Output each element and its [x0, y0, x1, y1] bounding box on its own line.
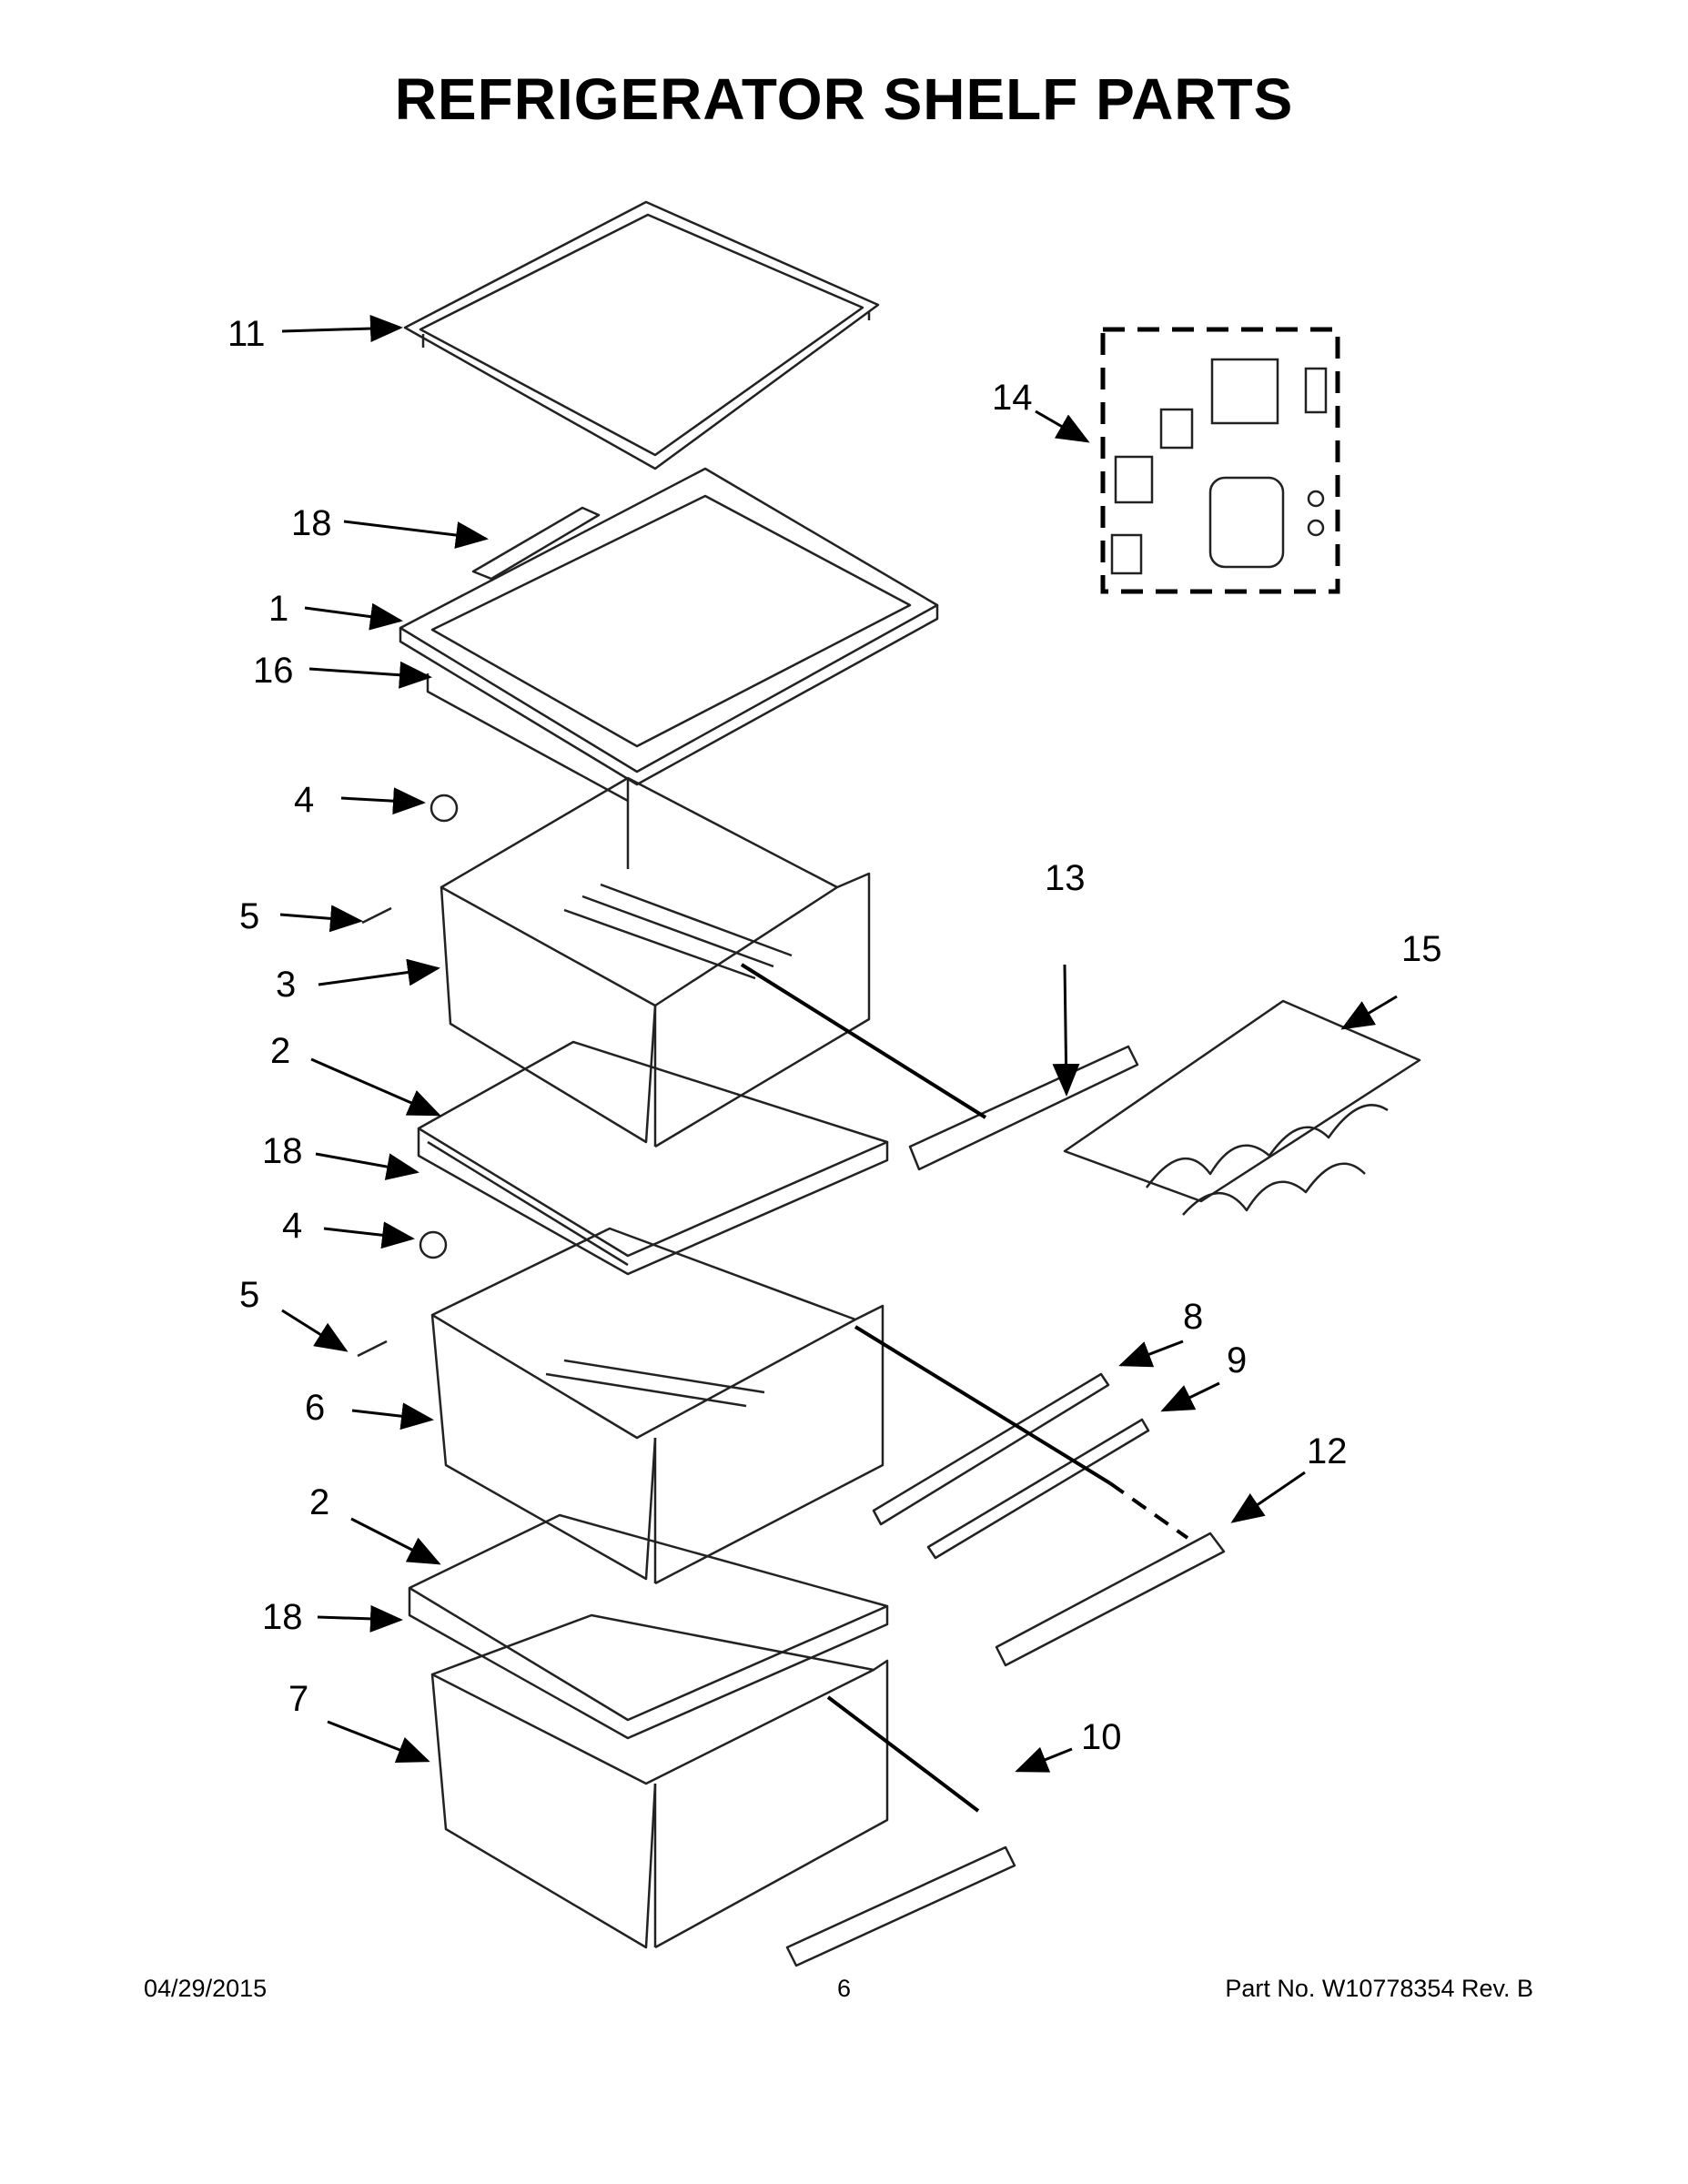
rail-10-drawing	[785, 1845, 1016, 1967]
callout-13: 13	[1045, 858, 1086, 898]
drawer-7-drawing	[430, 1613, 889, 1949]
knob-4-upper-drawing	[430, 794, 459, 823]
callout-7: 7	[288, 1679, 308, 1719]
shelf-1-drawing	[399, 467, 939, 803]
footer-date: 04/29/2015	[144, 1975, 268, 2002]
knob-4-lower-drawing	[419, 1230, 448, 1259]
slide-9-drawing	[926, 1418, 1150, 1560]
callout-4: 4	[282, 1206, 302, 1246]
slide-8-drawing	[872, 1372, 1110, 1526]
rail-13-drawing	[908, 1045, 1139, 1171]
pin-5-lower-drawing	[357, 1340, 388, 1358]
wine-rack-15-drawing	[1063, 999, 1421, 1216]
callout-4: 4	[294, 780, 314, 820]
callout-16: 16	[253, 651, 294, 691]
callout-labels: 11 14 18 1 16 4 5 3 13 15 2 18 4 5 6 8 9…	[227, 314, 1442, 1757]
part-14-drawing	[1110, 358, 1328, 575]
shelf-11-drawing	[403, 200, 880, 470]
drawer-6-drawing	[430, 1227, 884, 1585]
callout-5: 5	[239, 1275, 259, 1315]
page-title: REFRIGERATOR SHELF PARTS	[394, 66, 1294, 132]
callout-10: 10	[1081, 1717, 1122, 1757]
trim-18-top-drawing	[471, 506, 601, 581]
callout-15: 15	[1401, 929, 1442, 969]
callout-12: 12	[1307, 1431, 1348, 1471]
part-14-group-box	[1100, 327, 1340, 594]
callout-2: 2	[309, 1482, 329, 1522]
callout-3: 3	[276, 965, 296, 1005]
pin-5-upper-drawing	[361, 906, 392, 925]
callout-18: 18	[262, 1131, 303, 1171]
footer-page-number: 6	[836, 1975, 852, 2002]
drawer-3-drawing	[440, 776, 871, 1148]
callout-6: 6	[305, 1388, 325, 1428]
footer-part-number: Part No. W10778354 Rev. B	[1225, 1975, 1533, 2002]
callout-18: 18	[262, 1597, 303, 1637]
cover-2-lower-drawing	[408, 1513, 889, 1740]
cover-2-upper-drawing	[417, 1040, 889, 1276]
callout-9: 9	[1227, 1340, 1247, 1380]
callout-8: 8	[1183, 1297, 1203, 1337]
callout-5: 5	[239, 896, 259, 936]
rail-12-drawing	[995, 1532, 1226, 1667]
callout-18: 18	[291, 503, 332, 543]
callout-11: 11	[227, 314, 266, 354]
callout-2: 2	[270, 1031, 290, 1071]
callout-1: 1	[268, 589, 288, 629]
callout-14: 14	[992, 378, 1033, 418]
